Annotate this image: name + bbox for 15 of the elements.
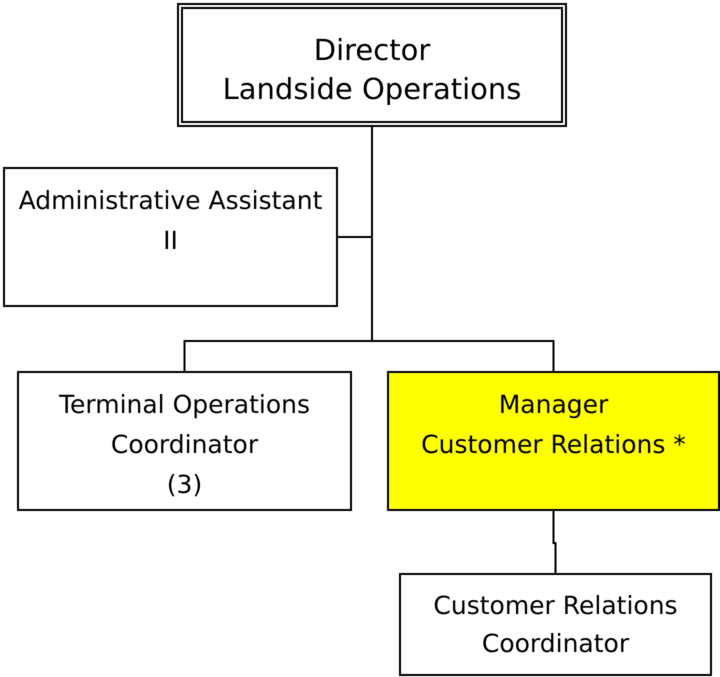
job-title: Administrative Assistant II: [18, 185, 324, 257]
job-title: Director: [312, 32, 432, 69]
job-title: Terminal Operations Coordinator: [58, 389, 312, 461]
connector-line: [552, 511, 556, 573]
connector-line: [371, 127, 554, 371]
job-title: Customer Relations *: [420, 429, 687, 461]
org-box: [17, 371, 352, 511]
org-box: [399, 573, 712, 676]
job-title: Customer Relations Coordinator: [432, 590, 679, 660]
job-title: Manager: [498, 389, 610, 421]
org-box: [3, 167, 338, 307]
job-title: Landside Operations: [222, 71, 522, 108]
org-box: [387, 371, 720, 511]
job-title: (3): [166, 469, 204, 501]
org-box: [177, 3, 567, 127]
